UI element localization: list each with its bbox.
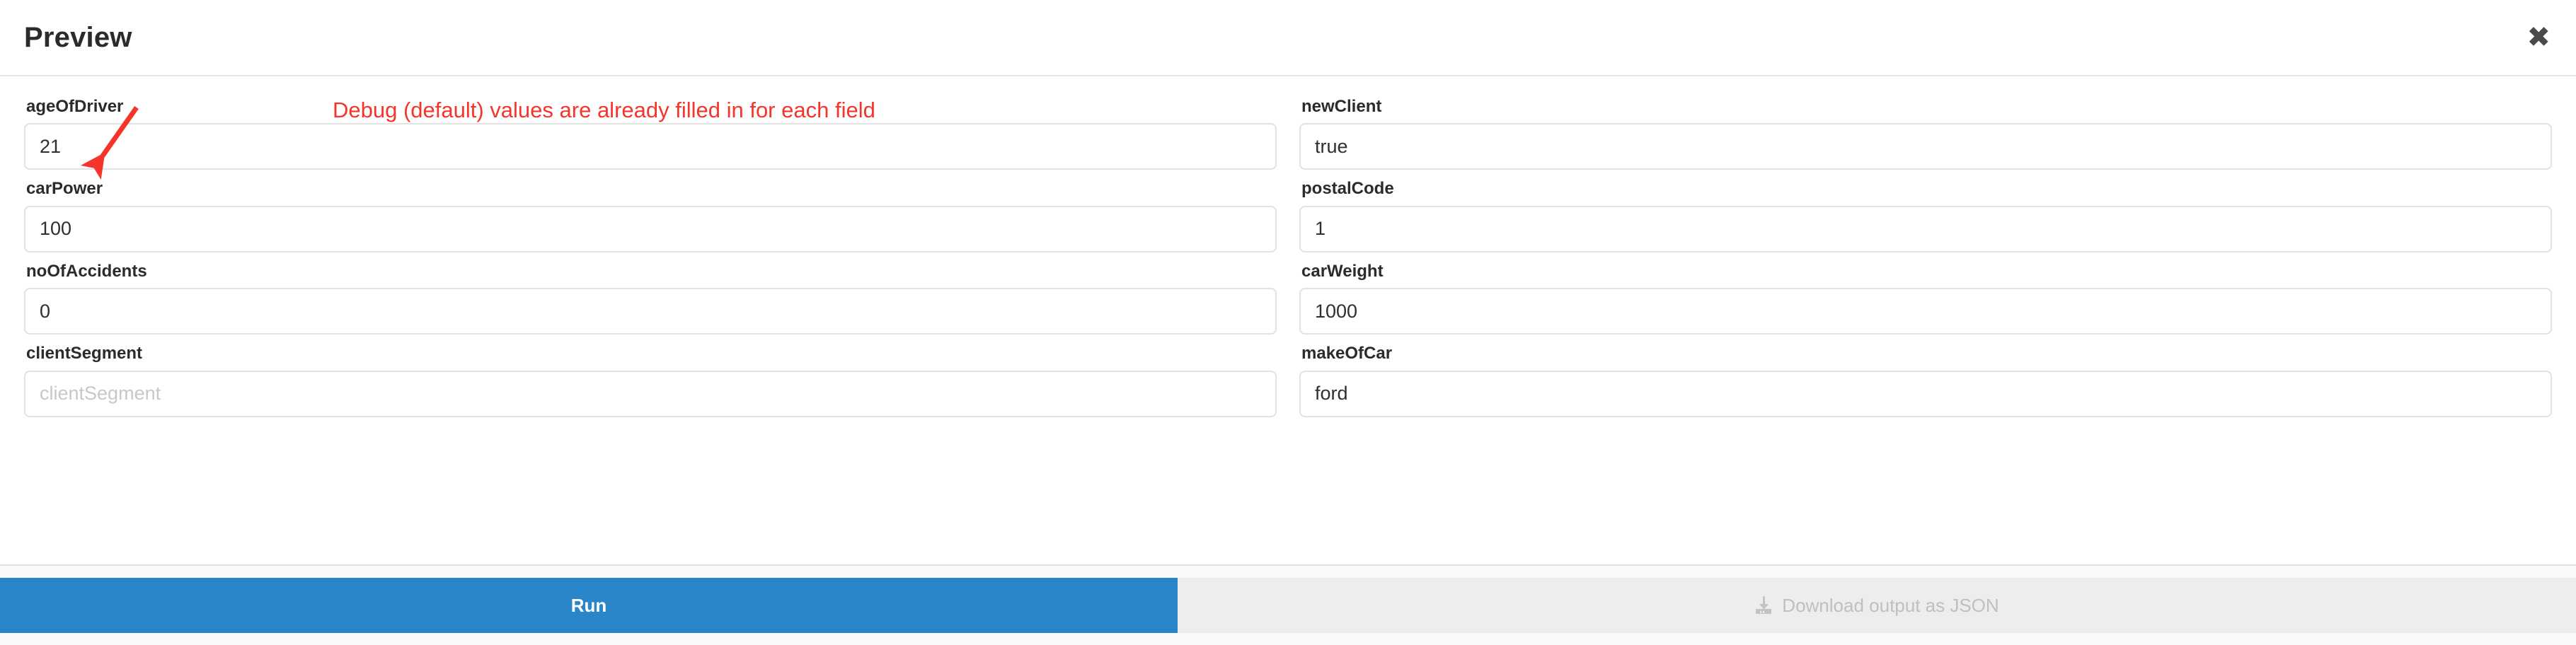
form-group-carPower: carPower — [24, 179, 1277, 252]
field-label-carWeight: carWeight — [1301, 261, 1384, 281]
download-icon — [1754, 595, 1773, 615]
form-group-ageOfDriver: ageOfDriver — [24, 97, 1277, 170]
form-group-noOfAccidents: noOfAccidents — [24, 262, 1277, 335]
field-label-newClient: newClient — [1301, 97, 1382, 116]
input-postalCode[interactable] — [1299, 205, 2552, 252]
input-newClient[interactable] — [1299, 123, 2552, 170]
download-output-json-button[interactable]: Download output as JSON — [1178, 578, 2576, 633]
page-title: Preview — [24, 22, 132, 53]
run-button[interactable]: Run — [0, 578, 1178, 633]
input-clientSegment[interactable] — [24, 370, 1277, 417]
field-label-clientSegment: clientSegment — [26, 344, 143, 364]
input-ageOfDriver[interactable] — [24, 123, 1277, 170]
input-carWeight[interactable] — [1299, 288, 2552, 335]
form-group-postalCode: postalCode — [1299, 179, 2552, 252]
form-grid: ageOfDriver newClient carPower postalCod… — [24, 97, 2552, 427]
input-carPower[interactable] — [24, 205, 1277, 252]
modal-footer: Run Download output as JSON — [0, 566, 2576, 645]
form-group-makeOfCar: makeOfCar — [1299, 344, 2552, 417]
form-group-newClient: newClient — [1299, 97, 2552, 170]
field-label-postalCode: postalCode — [1301, 179, 1394, 199]
form-group-clientSegment: clientSegment — [24, 344, 1277, 417]
field-label-noOfAccidents: noOfAccidents — [26, 261, 147, 281]
field-label-ageOfDriver: ageOfDriver — [26, 97, 124, 116]
close-icon[interactable]: ✖ — [2526, 21, 2551, 54]
form-group-carWeight: carWeight — [1299, 262, 2552, 335]
input-makeOfCar[interactable] — [1299, 370, 2552, 417]
field-label-carPower: carPower — [26, 179, 103, 199]
download-output-json-label: Download output as JSON — [1782, 594, 1999, 616]
modal-body: ageOfDriver newClient carPower postalCod… — [0, 76, 2576, 566]
field-label-makeOfCar: makeOfCar — [1301, 344, 1393, 364]
modal-header: Preview ✖ — [0, 0, 2576, 76]
input-noOfAccidents[interactable] — [24, 288, 1277, 335]
